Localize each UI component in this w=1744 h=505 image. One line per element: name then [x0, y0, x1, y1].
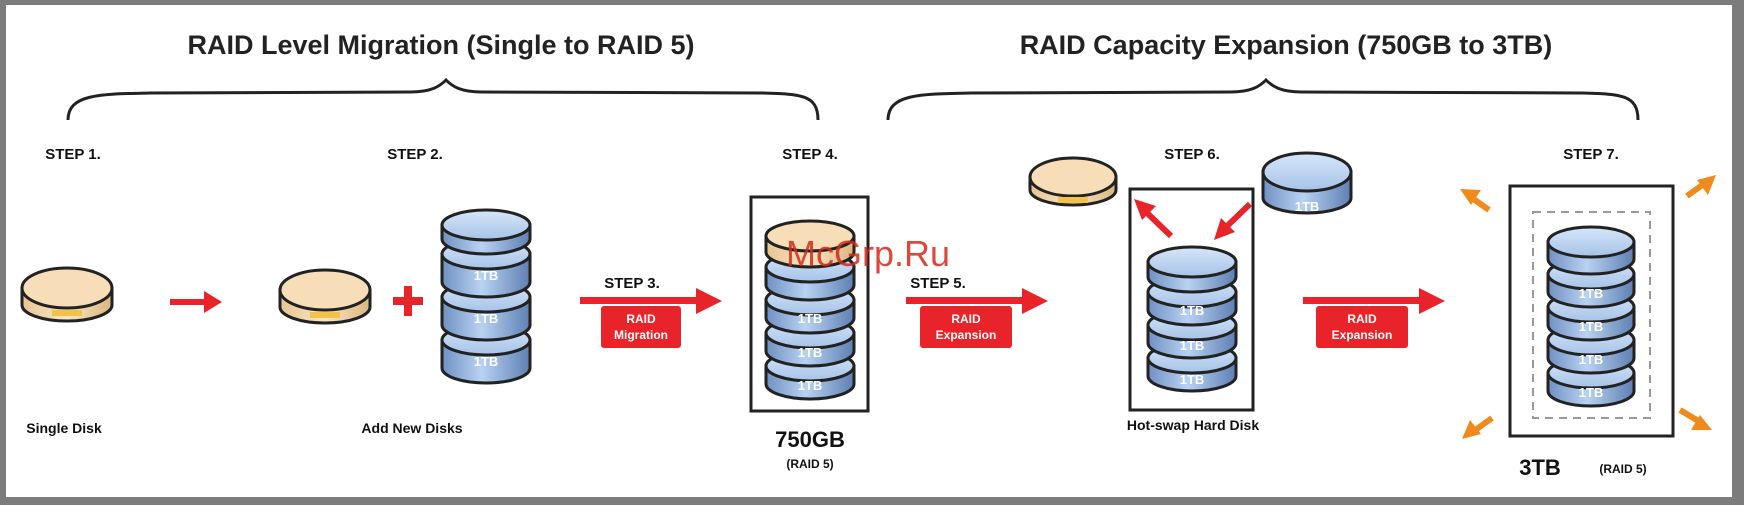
capacity-after: 3TB [1519, 455, 1561, 480]
disk-capacity-label: 1TB [474, 354, 499, 369]
raid5-750gb-box [749, 195, 870, 413]
raid5-3tb-box [1508, 184, 1675, 438]
raid-action-label: RAID [951, 312, 981, 326]
raid5-disk-stack-icon: 1TB 1TB 1TB [764, 219, 856, 401]
migration-brace [66, 77, 820, 121]
disk-capacity-label: 1TB [798, 378, 823, 393]
watermark-text: McGrp.Ru [786, 233, 950, 274]
expand-arrow-top-left-icon [1460, 189, 1491, 213]
expand-arrow-bottom-left-icon [1462, 415, 1494, 439]
step-4-label: STEP 4. [782, 146, 838, 163]
step-6-label: STEP 6. [1164, 146, 1220, 163]
step-5-label: STEP 5. [910, 275, 966, 292]
raid-level-after: (RAID 5) [1599, 462, 1646, 476]
expansion-brace [886, 77, 1640, 121]
disk-capacity-label: 1TB [1295, 199, 1320, 214]
existing-disk-icon [278, 268, 372, 325]
step-2-label: STEP 2. [387, 146, 443, 163]
single-disk-icon [20, 266, 114, 323]
hot-swap-box [1128, 187, 1255, 412]
removed-disk-icon [1028, 156, 1118, 207]
raid-level-before: (RAID 5) [786, 457, 833, 471]
expansion-action-label: Expansion [936, 328, 997, 342]
disk-capacity-label: 1TB [798, 345, 823, 360]
hot-swap-caption: Hot-swap Hard Disk [1127, 417, 1259, 433]
step-1-label: STEP 1. [45, 146, 101, 163]
disk-capacity-label: 1TB [1579, 286, 1604, 301]
raid-expansion-arrow-1: RAID Expansion [906, 288, 1048, 348]
single-disk-caption: Single Disk [26, 420, 102, 436]
capacity-before: 750GB [775, 427, 845, 452]
raid-action-label: RAID [626, 312, 656, 326]
disk-capacity-label: 1TB [474, 268, 499, 283]
disk-capacity-label: 1TB [474, 311, 499, 326]
disk-capacity-label: 1TB [798, 311, 823, 326]
raid-action-label: RAID [1347, 312, 1377, 326]
migration-action-label: Migration [614, 328, 668, 342]
disk-capacity-label: 1TB [1180, 303, 1205, 318]
raid-expansion-arrow-2: RAID Expansion [1303, 288, 1445, 348]
swap-out-arrow-icon [1134, 199, 1174, 239]
arrow-right-icon [170, 291, 222, 313]
swap-in-arrow-icon [1214, 201, 1253, 240]
raid-migration-arrow: RAID Migration [580, 288, 722, 348]
expanded-disk-stack-icon: 1TB 1TB 1TB 1TB [1546, 225, 1636, 408]
disk-capacity-label: 1TB [1180, 338, 1205, 353]
expansion-title: RAID Capacity Expansion (750GB to 3TB) [1020, 30, 1553, 60]
disk-capacity-label: 1TB [1180, 372, 1205, 387]
expanded-volume-outline [1532, 211, 1651, 419]
expand-arrow-bottom-right-icon [1678, 407, 1712, 430]
plus-icon [393, 286, 423, 316]
expansion-action-label: Expansion [1332, 328, 1393, 342]
new-disk-stack-icon: 1TB 1TB 1TB [440, 208, 532, 385]
expand-arrow-top-right-icon [1685, 175, 1716, 199]
step-7-label: STEP 7. [1563, 146, 1619, 163]
disk-capacity-label: 1TB [1579, 319, 1604, 334]
disk-capacity-label: 1TB [1579, 352, 1604, 367]
hot-swap-disk-stack-icon: 1TB 1TB 1TB [1146, 245, 1238, 393]
step-3-label: STEP 3. [604, 275, 660, 292]
disk-capacity-label: 1TB [1579, 385, 1604, 400]
add-new-disks-caption: Add New Disks [361, 420, 462, 436]
migration-title: RAID Level Migration (Single to RAID 5) [187, 30, 694, 60]
replacement-disk-icon: 1TB [1261, 151, 1353, 215]
